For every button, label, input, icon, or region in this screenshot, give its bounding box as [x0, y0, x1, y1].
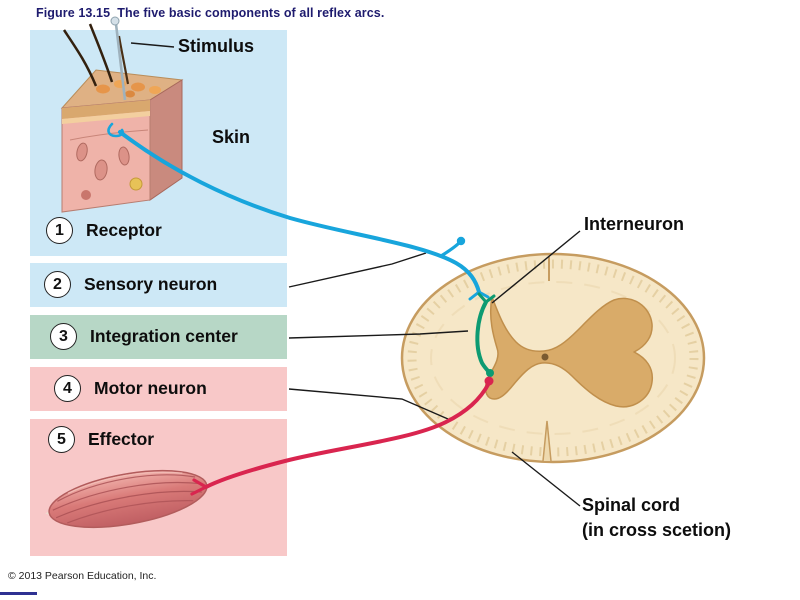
component-row-sensory-neuron: 2 Sensory neuron	[44, 271, 217, 298]
effector-label: Effector	[88, 429, 155, 449]
interneuron-knob	[486, 369, 494, 377]
motor-leader-line	[288, 388, 449, 420]
step-4-circle: 4	[54, 375, 81, 402]
bottom-accent-line	[0, 592, 37, 595]
spinal-cord-label-line2: (in cross scetion)	[582, 520, 732, 540]
sensory-leader-line	[288, 252, 427, 288]
interneuron-label: Interneuron	[584, 214, 685, 234]
interneuron-path	[475, 292, 496, 375]
step-3-circle: 3	[50, 323, 77, 350]
component-row-receptor: 1 Receptor	[46, 217, 162, 244]
step-5-circle: 5	[48, 426, 75, 453]
interneuron-leader-line	[491, 230, 581, 304]
stimulus-label: Stimulus	[178, 36, 255, 56]
central-canal	[541, 353, 549, 361]
component-row-integration-center: 3 Integration center	[50, 323, 238, 350]
step-2-circle: 2	[44, 271, 71, 298]
integration-leader-line	[288, 330, 469, 339]
spinal-cord-leader-line	[511, 451, 581, 507]
copyright-notice: © 2013 Pearson Education, Inc.	[8, 570, 157, 582]
ventral-fissure	[542, 420, 552, 462]
gray-matter	[484, 296, 654, 408]
step-1-circle: 1	[46, 217, 73, 244]
motor-neuron-knob	[484, 376, 494, 386]
spinal-cord-label-line1: Spinal cord	[582, 495, 681, 515]
integration-center-label: Integration center	[90, 326, 238, 346]
skin-label: Skin	[212, 127, 251, 147]
sensory-neuron-label: Sensory neuron	[84, 274, 218, 294]
component-row-effector: 5 Effector	[48, 426, 154, 453]
sensory-branch-knob	[456, 236, 466, 246]
component-row-motor-neuron: 4 Motor neuron	[54, 375, 207, 402]
spinal-cord-label: Spinal cord (in cross scetion)	[582, 493, 731, 543]
motor-neuron-label: Motor neuron	[94, 378, 207, 398]
receptor-label: Receptor	[86, 220, 162, 240]
spinal-cord-illustration	[400, 252, 706, 464]
figure-title: Figure 13.15 The five basic components o…	[36, 6, 385, 20]
